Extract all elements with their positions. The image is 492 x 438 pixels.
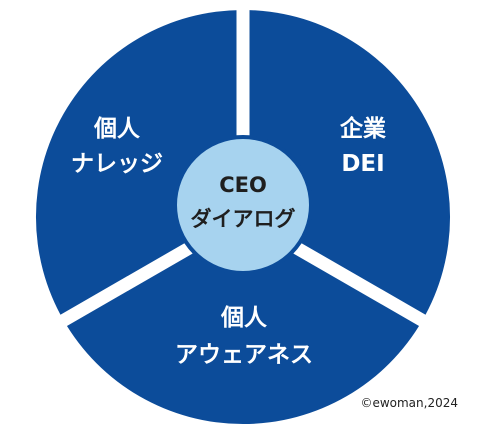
center-label-2: ダイアログ <box>191 207 296 231</box>
segment-individual-knowledge-label-2: ナレッジ <box>71 151 163 177</box>
segment-company-dei-label-2: DEI <box>341 151 384 177</box>
segment-individual-awareness-label-1: 個人 <box>220 305 268 331</box>
segment-individual-awareness-label-2: アウェアネス <box>175 342 313 368</box>
copyright-credit: ©ewoman,2024 <box>360 396 458 410</box>
segment-individual-knowledge-label-1: 個人 <box>93 116 141 142</box>
center-label-1: CEO <box>219 173 267 197</box>
center-circle <box>173 135 313 275</box>
segment-company-dei-label-1: 企業 <box>339 115 387 142</box>
